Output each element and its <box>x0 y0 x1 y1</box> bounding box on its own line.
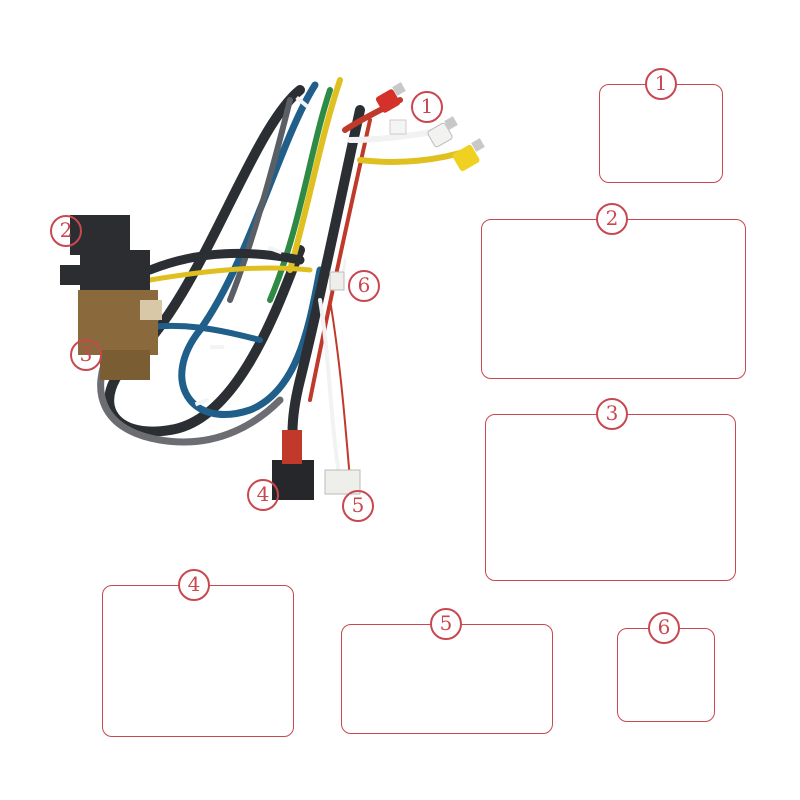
callout-1-harness: 1 <box>411 91 443 123</box>
detail-frame-1 <box>599 84 723 183</box>
callout-4-detail: 4 <box>178 569 210 601</box>
detail-frame-5 <box>341 624 553 734</box>
detail-frame-2 <box>481 219 746 379</box>
callout-5-harness: 5 <box>342 490 374 522</box>
detail-frame-4 <box>102 585 294 737</box>
callout-5-detail: 5 <box>430 608 462 640</box>
callout-6-detail: 6 <box>648 612 680 644</box>
callout-4-harness: 4 <box>247 479 279 511</box>
callout-3-harness: 3 <box>70 339 102 371</box>
callout-2-harness: 2 <box>50 215 82 247</box>
detail-frame-3 <box>485 414 736 581</box>
callout-1-detail: 1 <box>645 68 677 100</box>
callout-3-detail: 3 <box>596 398 628 430</box>
callout-2-detail: 2 <box>596 203 628 235</box>
callout-6-harness: 6 <box>348 270 380 302</box>
